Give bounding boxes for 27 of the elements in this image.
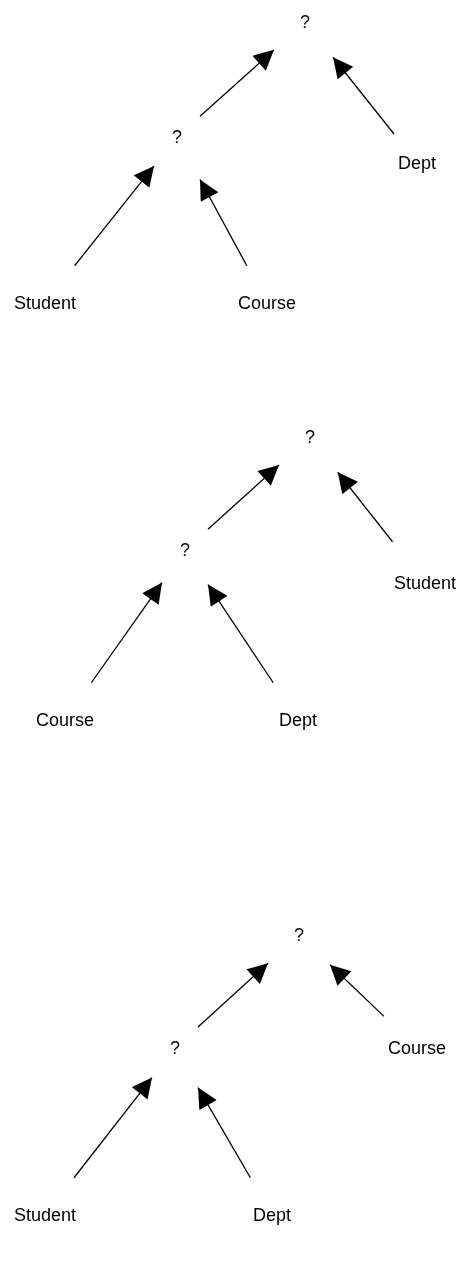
node-label: Course xyxy=(238,291,296,315)
node-label: ? xyxy=(172,125,182,149)
node-label: Dept xyxy=(253,1203,291,1227)
node-label: Student xyxy=(13,1203,77,1227)
arrow xyxy=(197,962,269,1028)
arrow xyxy=(197,1086,251,1179)
arrow xyxy=(73,1076,153,1179)
node-label: ? xyxy=(300,10,310,34)
node-label: ? xyxy=(294,923,304,947)
node-label: ? xyxy=(180,538,190,562)
arrow xyxy=(199,178,248,267)
node-label: Course xyxy=(388,1036,446,1060)
node-label: ? xyxy=(305,425,315,449)
arrow xyxy=(337,471,394,543)
arrow xyxy=(332,56,395,135)
arrow xyxy=(207,464,280,530)
arrow xyxy=(329,964,385,1018)
node-label: Course xyxy=(36,708,94,732)
node-label: Student xyxy=(13,291,77,315)
arrow xyxy=(73,165,155,267)
arrow xyxy=(207,583,274,684)
node-label: Dept xyxy=(398,151,436,175)
arrow xyxy=(199,49,275,117)
node-label: Dept xyxy=(279,708,317,732)
node-label: Student xyxy=(393,571,457,595)
node-label: ? xyxy=(170,1036,180,1060)
arrow xyxy=(90,581,163,684)
